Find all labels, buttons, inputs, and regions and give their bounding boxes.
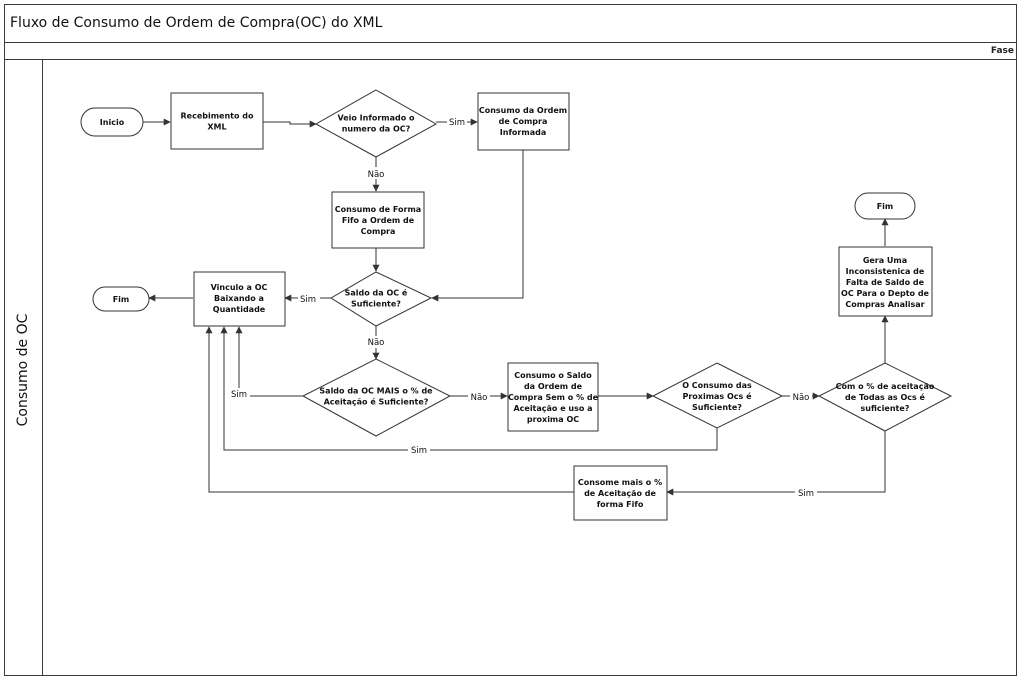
edge-label-sim-informada: Sim	[449, 118, 465, 128]
process-recebimento-xml	[170, 92, 264, 150]
diagram-frame	[4, 4, 1017, 676]
end-terminator-right	[854, 192, 916, 220]
decision-saldo-suficiente	[330, 271, 433, 327]
edge-todas-consome-mais	[666, 431, 886, 496]
decision-saldo-mais-aceitacao	[301, 358, 452, 437]
diagram-title: Fluxo de Consumo de Ordem de Compra(OC) …	[10, 15, 383, 31]
decision-proximas-ocs	[651, 362, 784, 429]
phase-divider	[4, 59, 1017, 60]
edge-saldo-mais-vinculo	[235, 326, 303, 397]
phase-label: Fase	[990, 46, 1014, 56]
edge-recebimento-veio	[263, 120, 317, 128]
title-divider	[4, 42, 1017, 43]
process-gera-inconsistencia	[838, 246, 933, 317]
edge-label-nao-consumo-saldo: Não	[471, 393, 488, 403]
process-vinculo-oc	[193, 271, 286, 327]
start-label: Inicio	[100, 118, 125, 127]
process-consumo-saldo	[507, 362, 599, 432]
edge-consumo-informada-saldo	[431, 150, 524, 302]
edge-label-sim-vinculo: Sim	[300, 295, 316, 305]
edge-consome-mais-vinculo	[205, 326, 574, 493]
edge-label-sim-saldo-mais: Sim	[231, 390, 247, 400]
process-consumo-fifo	[331, 191, 425, 249]
edge-label-sim-todas: Sim	[798, 489, 814, 499]
end-right-label: Fim	[877, 202, 894, 211]
decision-veio-informado	[314, 89, 438, 158]
edge-label-nao-todas: Não	[793, 393, 810, 403]
process-consumo-informada	[477, 92, 570, 151]
process-consome-mais	[573, 465, 668, 521]
end-left-label: Fim	[113, 295, 130, 304]
decision-todas-ocs	[817, 362, 953, 432]
edge-label-sim-proximas: Sim	[411, 446, 427, 456]
end-terminator-left	[92, 286, 150, 312]
edge-proximas-vinculo	[220, 326, 718, 451]
lane-divider	[42, 59, 43, 676]
edge-label-nao-fifo: Não	[368, 170, 385, 180]
start-terminator	[80, 107, 144, 137]
edge-label-nao-saldo-mais: Não	[368, 338, 385, 348]
